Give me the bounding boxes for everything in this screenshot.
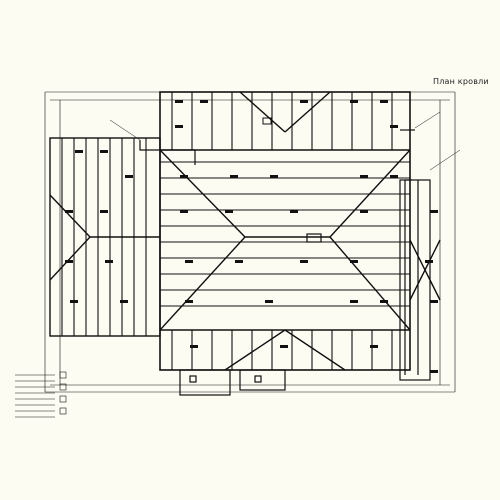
label-mark xyxy=(350,100,358,103)
label-mark xyxy=(380,100,388,103)
legend xyxy=(15,371,67,418)
label-mark xyxy=(100,150,108,153)
label-mark xyxy=(430,300,438,303)
label-mark xyxy=(230,175,238,178)
bottom-porch xyxy=(179,369,286,396)
label-mark xyxy=(105,260,113,263)
left-wing-outline xyxy=(49,137,161,337)
left-wing-rafters xyxy=(61,138,147,336)
leader-lines xyxy=(109,111,461,171)
label-mark xyxy=(70,300,78,303)
label-mark xyxy=(180,175,188,178)
label-mark xyxy=(265,300,273,303)
label-mark xyxy=(65,260,73,263)
label-mark xyxy=(75,150,83,153)
label-mark xyxy=(175,125,183,128)
label-mark xyxy=(225,210,233,213)
hip-lines xyxy=(159,91,441,371)
label-mark xyxy=(180,210,188,213)
label-mark xyxy=(390,175,398,178)
label-mark xyxy=(350,300,358,303)
label-mark xyxy=(235,260,243,263)
label-mark xyxy=(350,260,358,263)
label-mark xyxy=(185,300,193,303)
label-mark xyxy=(290,210,298,213)
label-mark xyxy=(120,300,128,303)
label-mark xyxy=(360,210,368,213)
label-mark xyxy=(360,175,368,178)
label-mark xyxy=(125,175,133,178)
label-mark xyxy=(370,345,378,348)
label-mark xyxy=(100,210,108,213)
label-mark xyxy=(300,260,308,263)
chimney xyxy=(306,233,322,243)
label-mark xyxy=(380,300,388,303)
label-mark xyxy=(175,100,183,103)
label-mark xyxy=(430,370,438,373)
label-mark xyxy=(280,345,288,348)
annotation-marks xyxy=(65,100,438,373)
right-extension xyxy=(399,179,431,381)
label-mark xyxy=(300,100,308,103)
downpipe xyxy=(139,129,415,181)
drawing-title: План кровли xyxy=(433,77,489,86)
label-mark xyxy=(65,210,73,213)
label-mark xyxy=(185,260,193,263)
main-roof-rafters xyxy=(160,92,410,370)
label-mark xyxy=(425,260,433,263)
label-mark xyxy=(190,345,198,348)
chimney-small xyxy=(262,117,272,125)
label-mark xyxy=(270,175,278,178)
label-mark xyxy=(430,210,438,213)
label-mark xyxy=(200,100,208,103)
label-mark xyxy=(390,125,398,128)
